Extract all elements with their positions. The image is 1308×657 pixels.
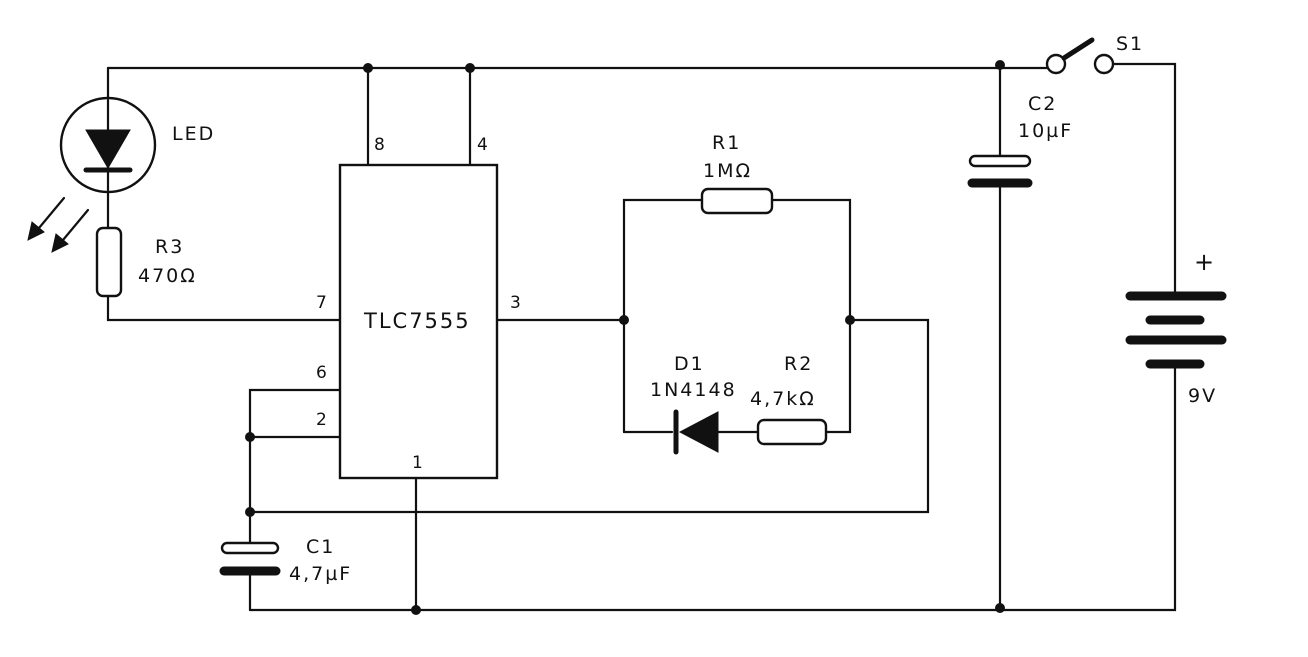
junction-dot <box>411 605 421 615</box>
capacitor-c2: C2 10µF <box>967 93 1073 188</box>
led-arrow-head-icon <box>51 233 69 253</box>
s1-contact <box>1093 53 1115 75</box>
capacitor-c1: C1 4,7µF <box>219 536 352 585</box>
pin-label-4: 4 <box>477 135 488 155</box>
resistor-r1: R1 1MΩ <box>700 132 774 215</box>
s1-lever <box>1061 37 1095 61</box>
wire-network-left <box>622 198 704 434</box>
s1-contact <box>1045 53 1067 75</box>
r2-value: 4,7kΩ <box>750 388 816 410</box>
wire-ground-rail <box>248 362 1177 612</box>
ic-tlc7555: TLC7555 8 4 7 6 2 3 1 <box>316 135 521 480</box>
junction-dot <box>245 432 255 442</box>
d1-triangle-icon <box>678 411 719 453</box>
pin-label-6: 6 <box>316 363 327 383</box>
led-label: LED <box>172 123 215 145</box>
led: LED <box>27 96 215 253</box>
wire-pin6 <box>248 388 342 547</box>
d1-ref: D1 <box>674 353 705 375</box>
junction-dot <box>363 63 373 73</box>
r1-body <box>700 187 774 215</box>
r1-ref: R1 <box>712 132 741 154</box>
s1-ref: S1 <box>1116 33 1144 55</box>
pin-label-1: 1 <box>412 453 423 473</box>
wires <box>106 62 1177 612</box>
r3-value: 470Ω <box>138 265 197 287</box>
wire-timing-feedback <box>248 318 930 514</box>
c2-plate-positive <box>968 154 1032 168</box>
r3-ref: R3 <box>155 236 184 258</box>
junctions <box>245 60 1005 615</box>
c2-ref: C2 <box>1028 93 1057 115</box>
resistor-r3: R3 470Ω <box>95 226 197 298</box>
wire-r3-to-pin7 <box>106 294 342 322</box>
r1-value: 1MΩ <box>703 160 752 182</box>
junction-dot <box>245 507 255 517</box>
pin-label-7: 7 <box>316 293 327 313</box>
diode-d1: D1 1N4148 <box>650 353 737 455</box>
junction-dot <box>995 60 1005 70</box>
d1-value: 1N4148 <box>650 379 737 401</box>
r2-body <box>756 418 828 446</box>
c1-ref: C1 <box>306 536 335 558</box>
battery: + 9V <box>1125 248 1227 407</box>
junction-dot <box>465 63 475 73</box>
c1-value: 4,7µF <box>289 563 352 585</box>
resistor-r2: R2 4,7kΩ <box>750 353 828 446</box>
ic-label: TLC7555 <box>363 309 471 333</box>
r3-body <box>95 226 123 298</box>
pin-label-3: 3 <box>510 293 521 313</box>
led-arrow-head-icon <box>27 221 45 241</box>
pin-label-2: 2 <box>316 410 327 430</box>
pin-label-8: 8 <box>374 135 385 155</box>
battery-value: 9V <box>1188 385 1217 407</box>
switch-s1: S1 <box>1045 33 1144 75</box>
junction-dot <box>995 603 1005 613</box>
c1-plate-positive <box>220 541 280 555</box>
wire-battery-positive <box>1110 62 1177 294</box>
led-triangle-icon <box>85 129 131 169</box>
r2-ref: R2 <box>784 353 813 375</box>
battery-plus-sign: + <box>1194 248 1216 276</box>
ic-body <box>338 163 499 480</box>
c2-value: 10µF <box>1018 120 1073 142</box>
junction-dot <box>845 315 855 325</box>
junction-dot <box>619 315 629 325</box>
